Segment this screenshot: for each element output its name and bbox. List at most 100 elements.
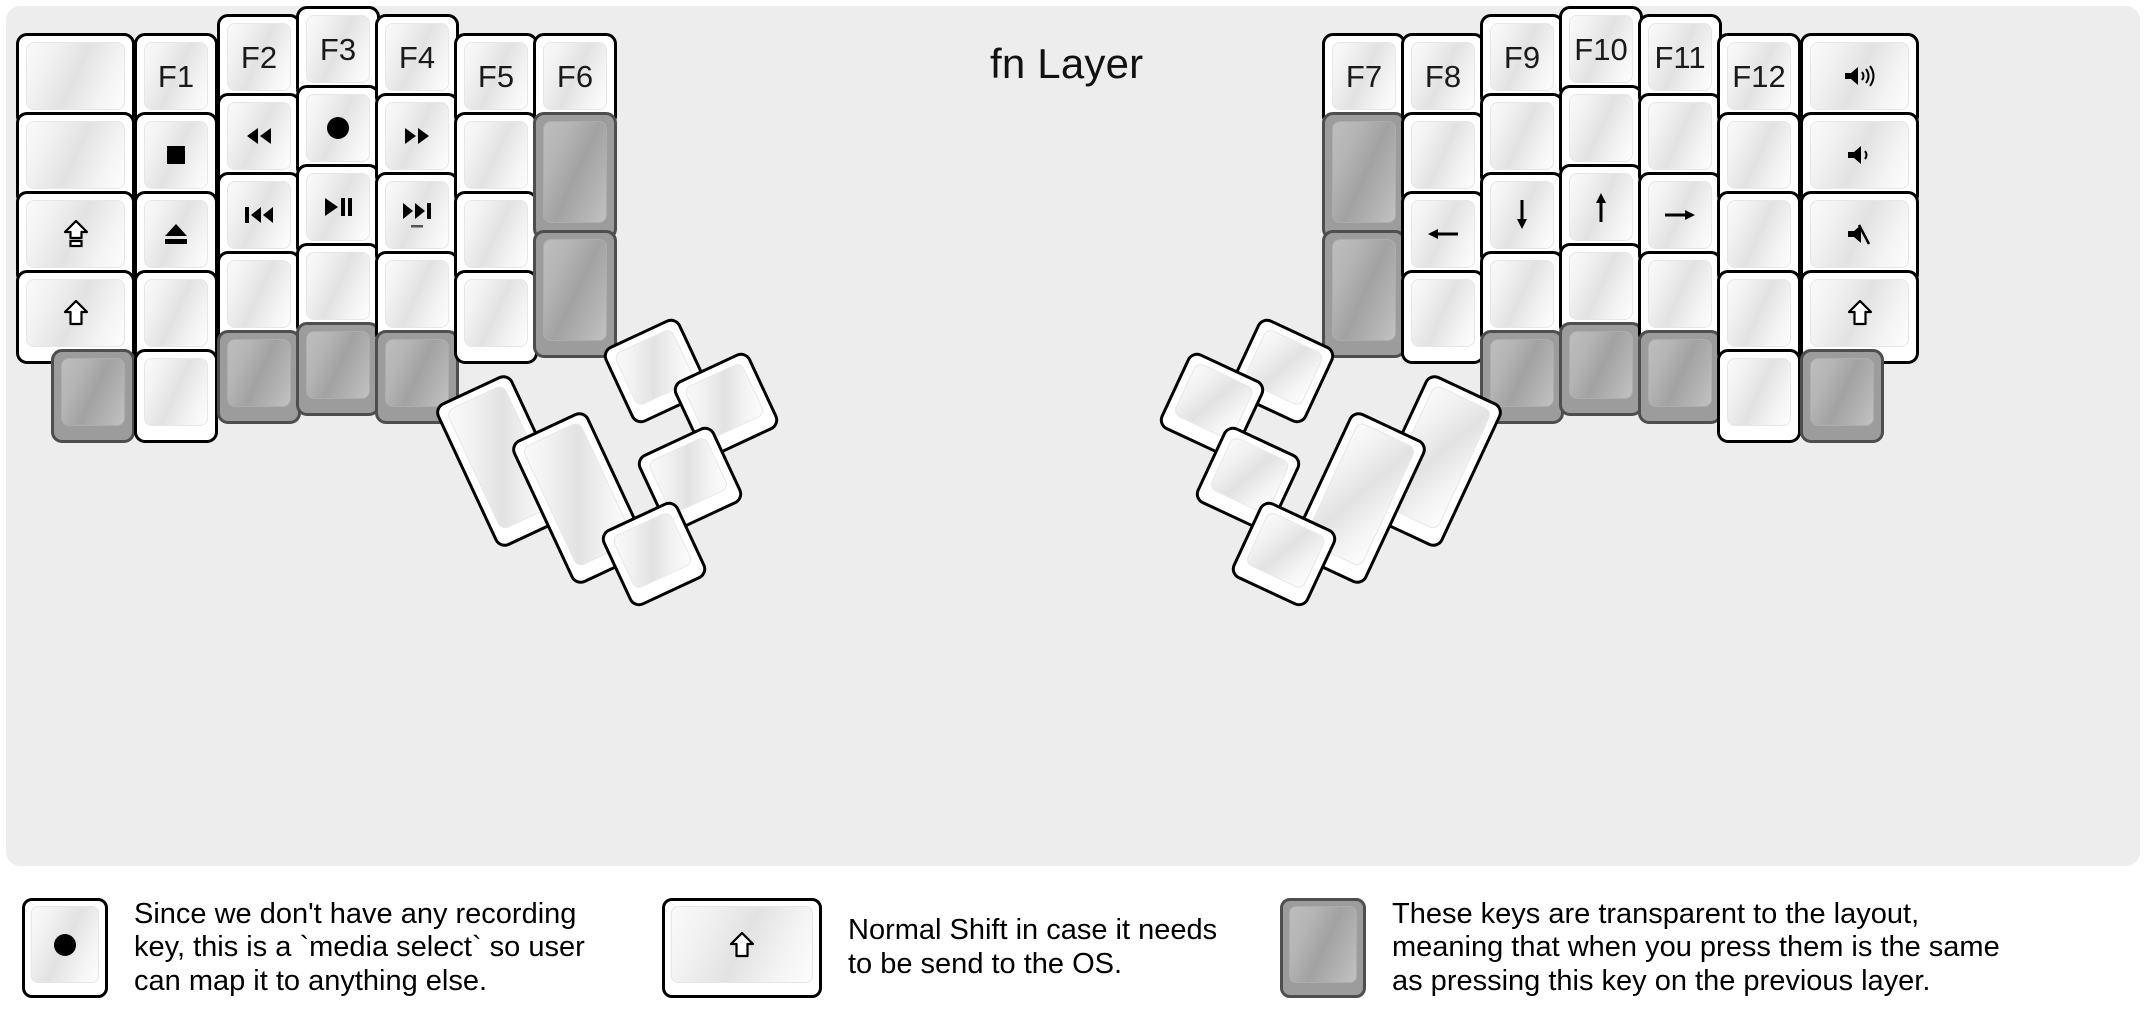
key-left-c1-r4[interactable] (134, 349, 218, 443)
key-right-c1-r3[interactable] (1401, 270, 1485, 364)
key-left-c1-r1[interactable] (134, 112, 218, 206)
key-left-c2-r2[interactable] (217, 172, 301, 266)
keycap (1810, 42, 1909, 110)
key-right-c5-r1[interactable] (1717, 112, 1801, 206)
key-right-c4-r0[interactable]: F11 (1638, 14, 1722, 108)
keycap (385, 102, 449, 170)
key-left-c5-r0[interactable]: F5 (454, 33, 538, 127)
key-left-c0-r2[interactable] (16, 191, 135, 285)
legend-description: These keys are transparent to the layout… (1392, 897, 2000, 997)
key-left-c5-r3[interactable] (454, 270, 538, 364)
key-right-c1-r0[interactable]: F8 (1401, 33, 1485, 127)
key-left-c4-r0[interactable]: F4 (375, 14, 459, 108)
key-right-c0-r1[interactable] (1322, 112, 1406, 240)
keycap (26, 279, 125, 347)
key-label: F6 (556, 58, 594, 94)
key-right-c2-r0[interactable]: F9 (1480, 14, 1564, 108)
media-record-icon (325, 115, 351, 141)
keycap (1490, 181, 1554, 249)
keycap (1810, 279, 1909, 347)
keycap (1727, 358, 1791, 426)
keycap (1727, 200, 1791, 268)
keycap (1648, 102, 1712, 170)
key-left-c4-r4[interactable] (375, 330, 459, 424)
key-right-c2-r1[interactable] (1480, 93, 1564, 187)
key-right-c3-r2[interactable] (1559, 164, 1643, 258)
key-left-c0-r1[interactable] (16, 112, 135, 206)
legend-item-shift: Normal Shift in case it needs to be send… (662, 890, 1262, 1006)
keycap (1332, 239, 1396, 341)
key-left-c1-r2[interactable] (134, 191, 218, 285)
key-left-c1-r3[interactable] (134, 270, 218, 364)
caps-lock-icon (63, 219, 89, 249)
key-left-c6-r2[interactable] (533, 230, 617, 358)
key-left-c3-r0[interactable]: F3 (296, 6, 380, 100)
keycap: F4 (385, 23, 449, 91)
key-left-c5-r2[interactable] (454, 191, 538, 285)
keycap (1569, 252, 1633, 320)
legend-description: Since we don't have any recording key, t… (134, 897, 585, 997)
key-label: F9 (1503, 39, 1541, 75)
keycap: F7 (1332, 42, 1396, 110)
key-left-c1-r0[interactable]: F1 (134, 33, 218, 127)
key-label: F10 (1574, 31, 1628, 67)
key-right-c6-r0[interactable] (1800, 33, 1919, 127)
legend-key-shift (662, 898, 822, 998)
keycap: F3 (306, 15, 370, 83)
key-right-c5-r0[interactable]: F12 (1717, 33, 1801, 127)
key-left-c2-r1[interactable] (217, 93, 301, 187)
keycap (26, 200, 125, 268)
keycap (1490, 260, 1554, 328)
key-left-c0-r0[interactable] (16, 33, 135, 127)
keycap: F10 (1569, 15, 1633, 83)
key-right-c1-r2[interactable] (1401, 191, 1485, 285)
keycap (1411, 200, 1475, 268)
key-left-c6-r1[interactable] (533, 112, 617, 240)
key-left-c4-r2[interactable] (375, 172, 459, 266)
key-right-c6-r4[interactable] (1800, 349, 1884, 443)
keycap (144, 200, 208, 268)
key-right-c5-r4[interactable] (1717, 349, 1801, 443)
key-left-c2-r3[interactable] (217, 251, 301, 345)
key-left-c0-r3[interactable] (16, 270, 135, 364)
key-right-c2-r3[interactable] (1480, 251, 1564, 345)
keycap (26, 121, 125, 189)
key-right-c0-r2[interactable] (1322, 230, 1406, 358)
key-label: F4 (398, 39, 436, 75)
key-right-c1-r1[interactable] (1401, 112, 1485, 206)
key-left-c0-r4[interactable] (51, 349, 135, 443)
key-left-c4-r1[interactable] (375, 93, 459, 187)
keycap (144, 279, 208, 347)
key-right-c6-r2[interactable] (1800, 191, 1919, 285)
keycap: F11 (1648, 23, 1712, 91)
keycap (306, 331, 370, 399)
key-right-c5-r2[interactable] (1717, 191, 1801, 285)
media-previous-icon (243, 205, 275, 225)
key-right-c0-r0[interactable]: F7 (1322, 33, 1406, 127)
key-left-c2-r4[interactable] (217, 330, 301, 424)
key-label: F11 (1654, 39, 1706, 75)
key-right-c4-r4[interactable] (1638, 330, 1722, 424)
shift-icon (63, 299, 89, 327)
key-left-c3-r4[interactable] (296, 322, 380, 416)
key-right-c6-r1[interactable] (1800, 112, 1919, 206)
key-right-c6-r3[interactable] (1800, 270, 1919, 364)
volume-down-icon (1846, 143, 1874, 167)
key-label: F3 (319, 31, 357, 67)
legend-key-record (22, 898, 108, 998)
key-right-c3-r0[interactable]: F10 (1559, 6, 1643, 100)
keycap (1244, 510, 1327, 591)
key-left-c3-r3[interactable] (296, 243, 380, 337)
key-right-c4-r3[interactable] (1638, 251, 1722, 345)
key-left-c2-r0[interactable]: F2 (217, 14, 301, 108)
keycap: F1 (144, 42, 208, 110)
key-right-c2-r2[interactable] (1480, 172, 1564, 266)
keycap (227, 339, 291, 407)
key-left-c6-r0[interactable]: F6 (533, 33, 617, 127)
keycap (31, 906, 99, 983)
key-right-c4-r1[interactable] (1638, 93, 1722, 187)
key-right-c3-r3[interactable] (1559, 243, 1643, 337)
key-right-c3-r4[interactable] (1559, 322, 1643, 416)
keycap (611, 510, 694, 591)
keycap: F9 (1490, 23, 1554, 91)
